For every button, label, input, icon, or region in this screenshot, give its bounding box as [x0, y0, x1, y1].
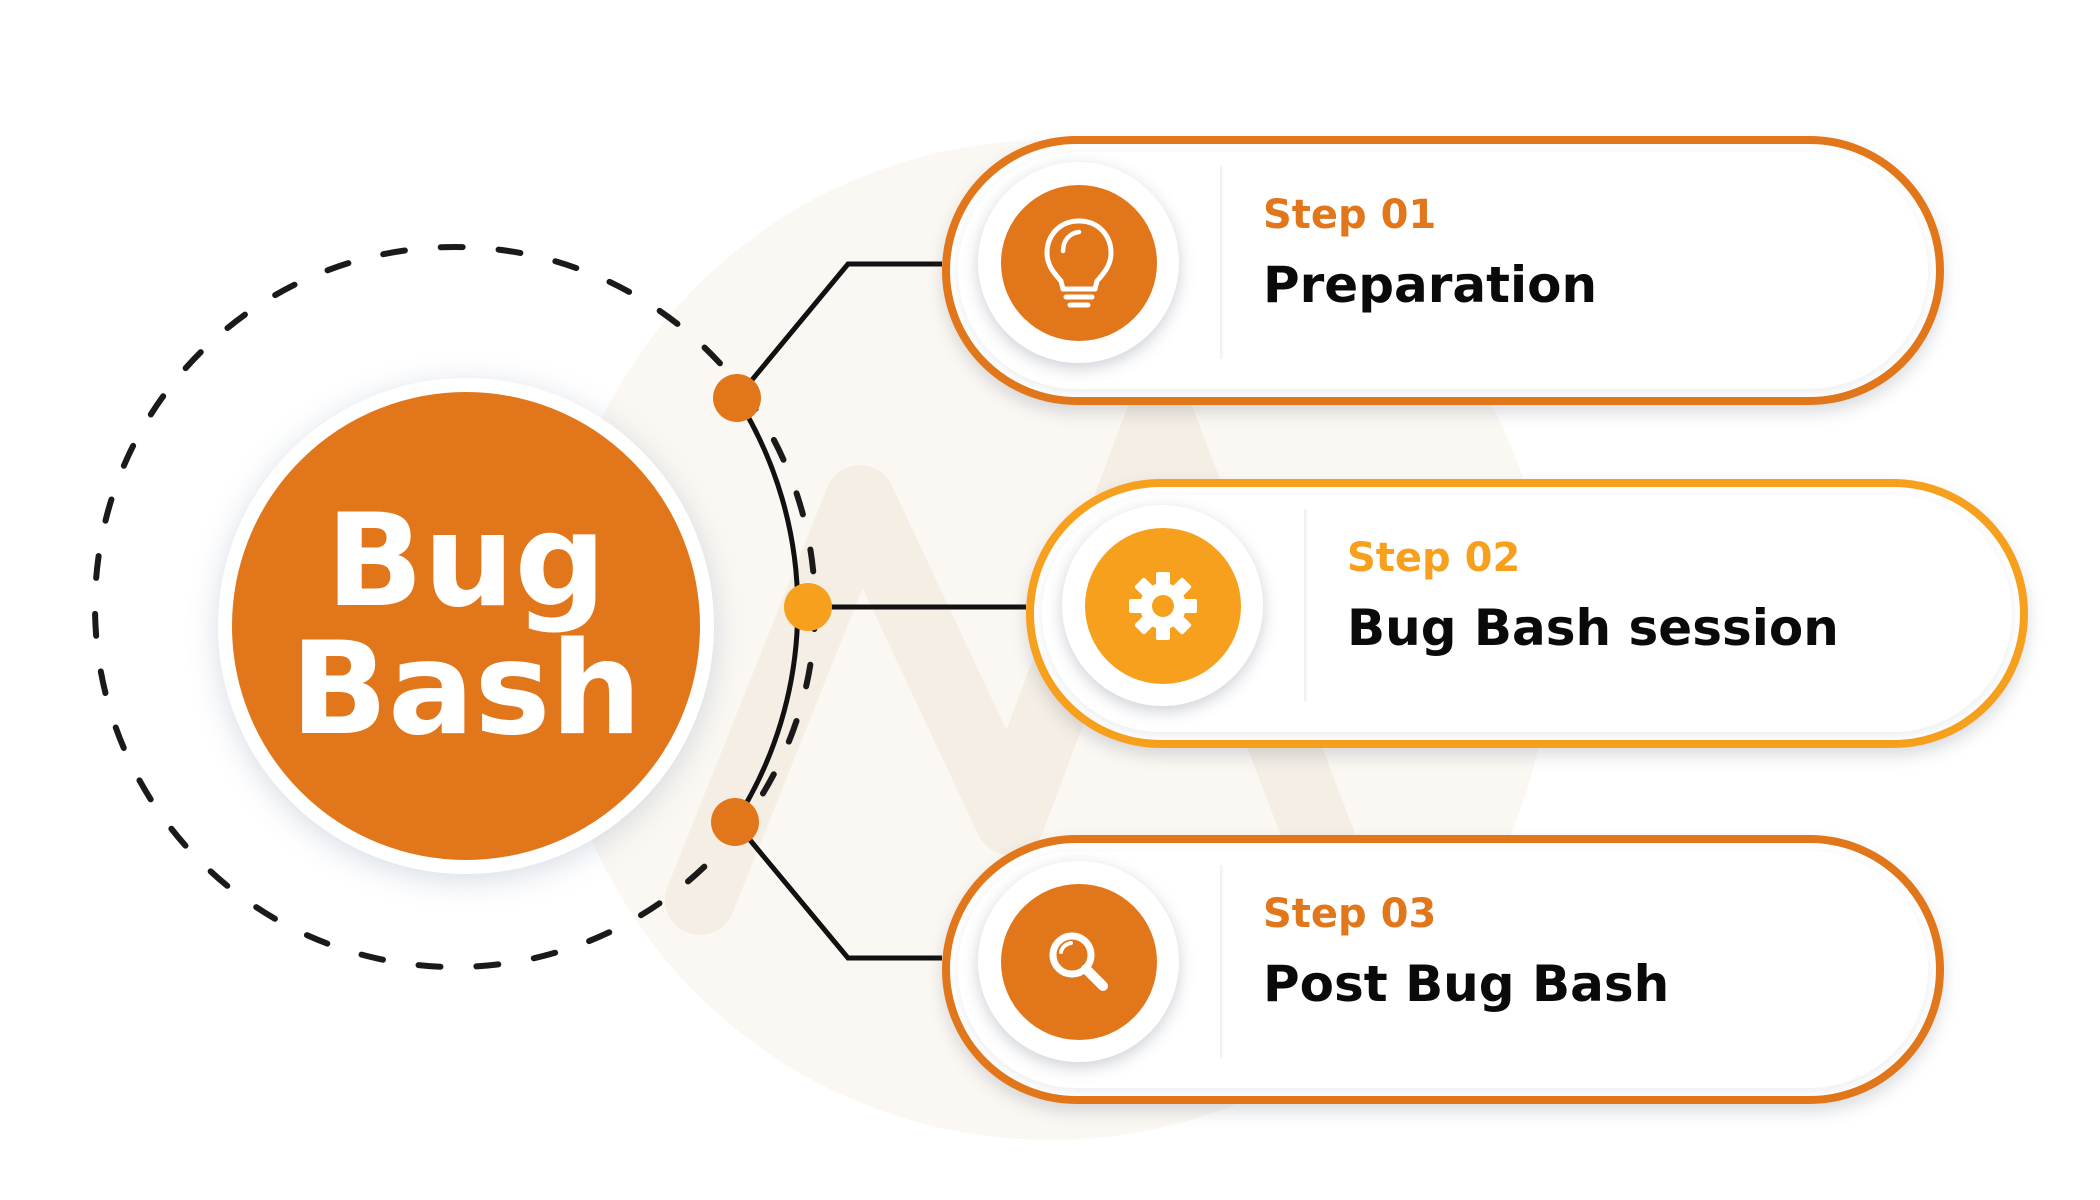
connector-dot-1: [713, 374, 761, 422]
connector-line-3: [733, 820, 942, 961]
step-2-label: Step 02: [1347, 535, 1521, 581]
step-3-label: Step 03: [1263, 891, 1437, 937]
step-1-title: Preparation: [1263, 256, 1598, 314]
step-1-icon-disc: [1000, 184, 1157, 341]
connector-dot-2: [784, 583, 832, 631]
step-2-title: Bug Bash session: [1347, 599, 1839, 657]
step-2-icon-ring: [1062, 505, 1263, 706]
hub-circle: Bug Bash: [218, 378, 714, 874]
connector-dot-3: [711, 798, 759, 846]
step-card-3: Step 03 Post Bug Bash: [942, 835, 1944, 1104]
step-card-1: Step 01 Preparation: [942, 136, 1944, 405]
hub-title-line1: Bug: [325, 487, 607, 636]
step-2-divider: [1304, 509, 1308, 702]
step-3-icon-disc: [1000, 883, 1157, 1040]
connector-line-1: [735, 261, 942, 400]
step-1-label: Step 01: [1263, 192, 1437, 238]
step-3-title: Post Bug Bash: [1263, 955, 1670, 1013]
magnifier-icon: [1049, 932, 1108, 991]
hub-title-line2: Bash: [290, 615, 642, 764]
gear-icon: [1128, 571, 1197, 640]
step-3-icon-ring: [978, 861, 1179, 1062]
lightbulb-icon: [1044, 218, 1113, 307]
step-2-icon-disc: [1084, 527, 1241, 684]
step-3-divider: [1220, 865, 1224, 1058]
step-card-2: Step 02 Bug Bash session: [1026, 479, 2028, 748]
step-1-icon-ring: [978, 162, 1179, 363]
step-1-divider: [1220, 166, 1224, 359]
